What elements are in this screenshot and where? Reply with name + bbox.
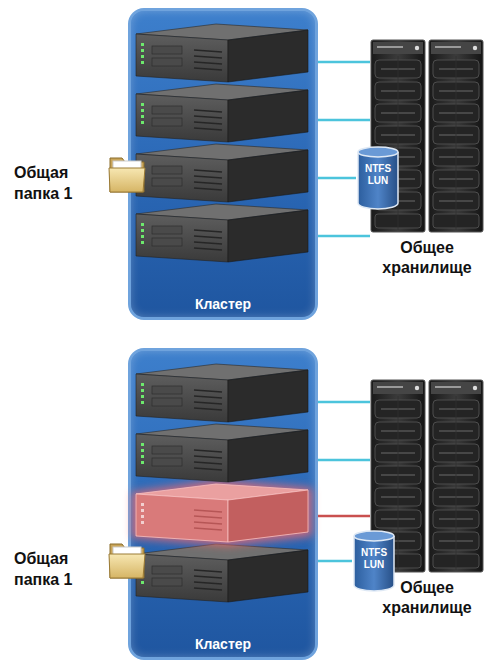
lun-cylinder: NTFS LUN — [352, 530, 396, 592]
folder-front — [109, 554, 145, 578]
cluster-label: Кластер — [131, 636, 315, 652]
shared-folder: Общая папка 1 — [108, 150, 146, 194]
server-unit — [136, 424, 308, 482]
folder-label: Общая папка 1 — [14, 162, 94, 204]
lun-label: NTFS LUN — [352, 547, 396, 571]
cylinder-top — [354, 531, 394, 541]
fc-link — [318, 61, 370, 64]
server-unit — [136, 84, 308, 142]
fc-link — [318, 119, 370, 122]
folder-icon — [108, 536, 146, 580]
server-unit — [136, 204, 308, 262]
storage-rack — [429, 40, 483, 232]
fc-link — [318, 401, 370, 404]
storage-label: Общее хранилище — [377, 238, 477, 278]
storage-rack — [429, 380, 483, 572]
lun-cylinder: NTFS LUN — [356, 146, 400, 210]
folder-back — [110, 158, 144, 192]
storage-array: Общее хранилищеNTFS LUN — [370, 40, 484, 232]
shared-folder: Общая папка 1 — [108, 536, 146, 580]
folder-icon — [108, 150, 146, 194]
folder-front — [109, 168, 145, 192]
folder-label: Общая папка 1 — [14, 548, 94, 590]
server-unit — [136, 364, 308, 422]
cylinder-top — [358, 147, 398, 157]
lun-label: NTFS LUN — [356, 163, 400, 187]
storage-racks — [371, 40, 483, 572]
server-unit — [136, 24, 308, 82]
fc-link — [318, 459, 370, 462]
cluster-label: Кластер — [131, 296, 315, 312]
fc-link — [318, 177, 356, 180]
server-unit — [136, 544, 308, 602]
folder-back — [110, 544, 144, 578]
fc-link — [318, 515, 370, 518]
server-unit — [136, 144, 308, 202]
fc-link — [318, 560, 352, 563]
failed-server-unit — [132, 480, 312, 546]
fc-link — [318, 235, 370, 238]
storage-array: Общее хранилищеNTFS LUN — [370, 380, 484, 572]
